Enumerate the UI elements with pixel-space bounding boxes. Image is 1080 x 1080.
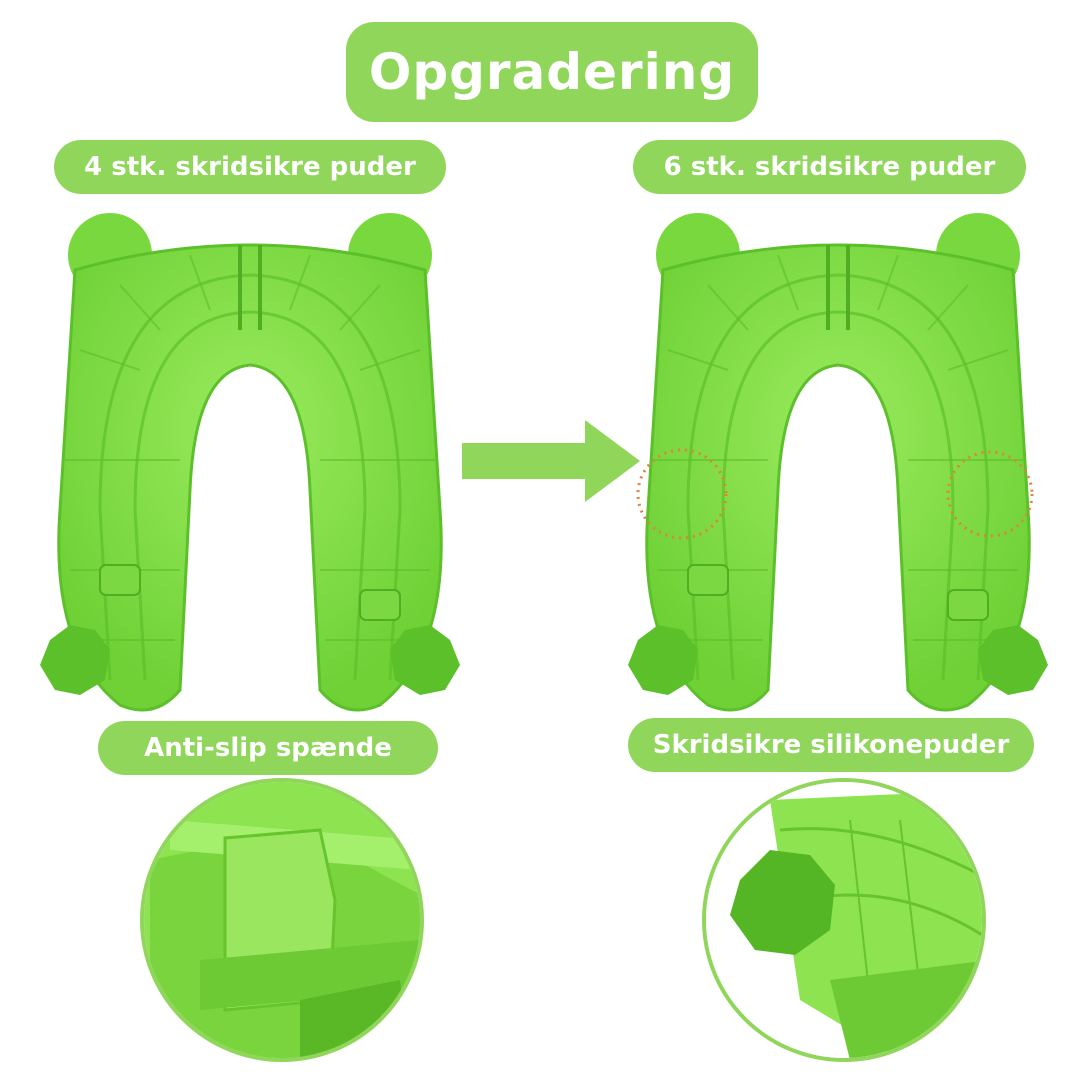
right-feature-label: Skridsikre silikonepuder bbox=[628, 718, 1034, 772]
anti-slip-buckle-closeup bbox=[140, 778, 424, 1062]
left-pad-highlight-ring bbox=[636, 448, 728, 540]
right-pads-label: 6 stk. skridsikre puder bbox=[633, 140, 1026, 194]
page-title: Opgradering bbox=[346, 22, 758, 122]
silicone-pad-closeup bbox=[702, 778, 986, 1062]
left-pads-label: 4 stk. skridsikre puder bbox=[54, 140, 446, 194]
seat-6-pads bbox=[626, 211, 1050, 712]
right-arrow-icon bbox=[462, 420, 640, 502]
right-pad-highlight-ring bbox=[946, 450, 1034, 538]
seat-4-pads bbox=[38, 211, 462, 712]
left-feature-label: Anti-slip spænde bbox=[98, 721, 438, 775]
